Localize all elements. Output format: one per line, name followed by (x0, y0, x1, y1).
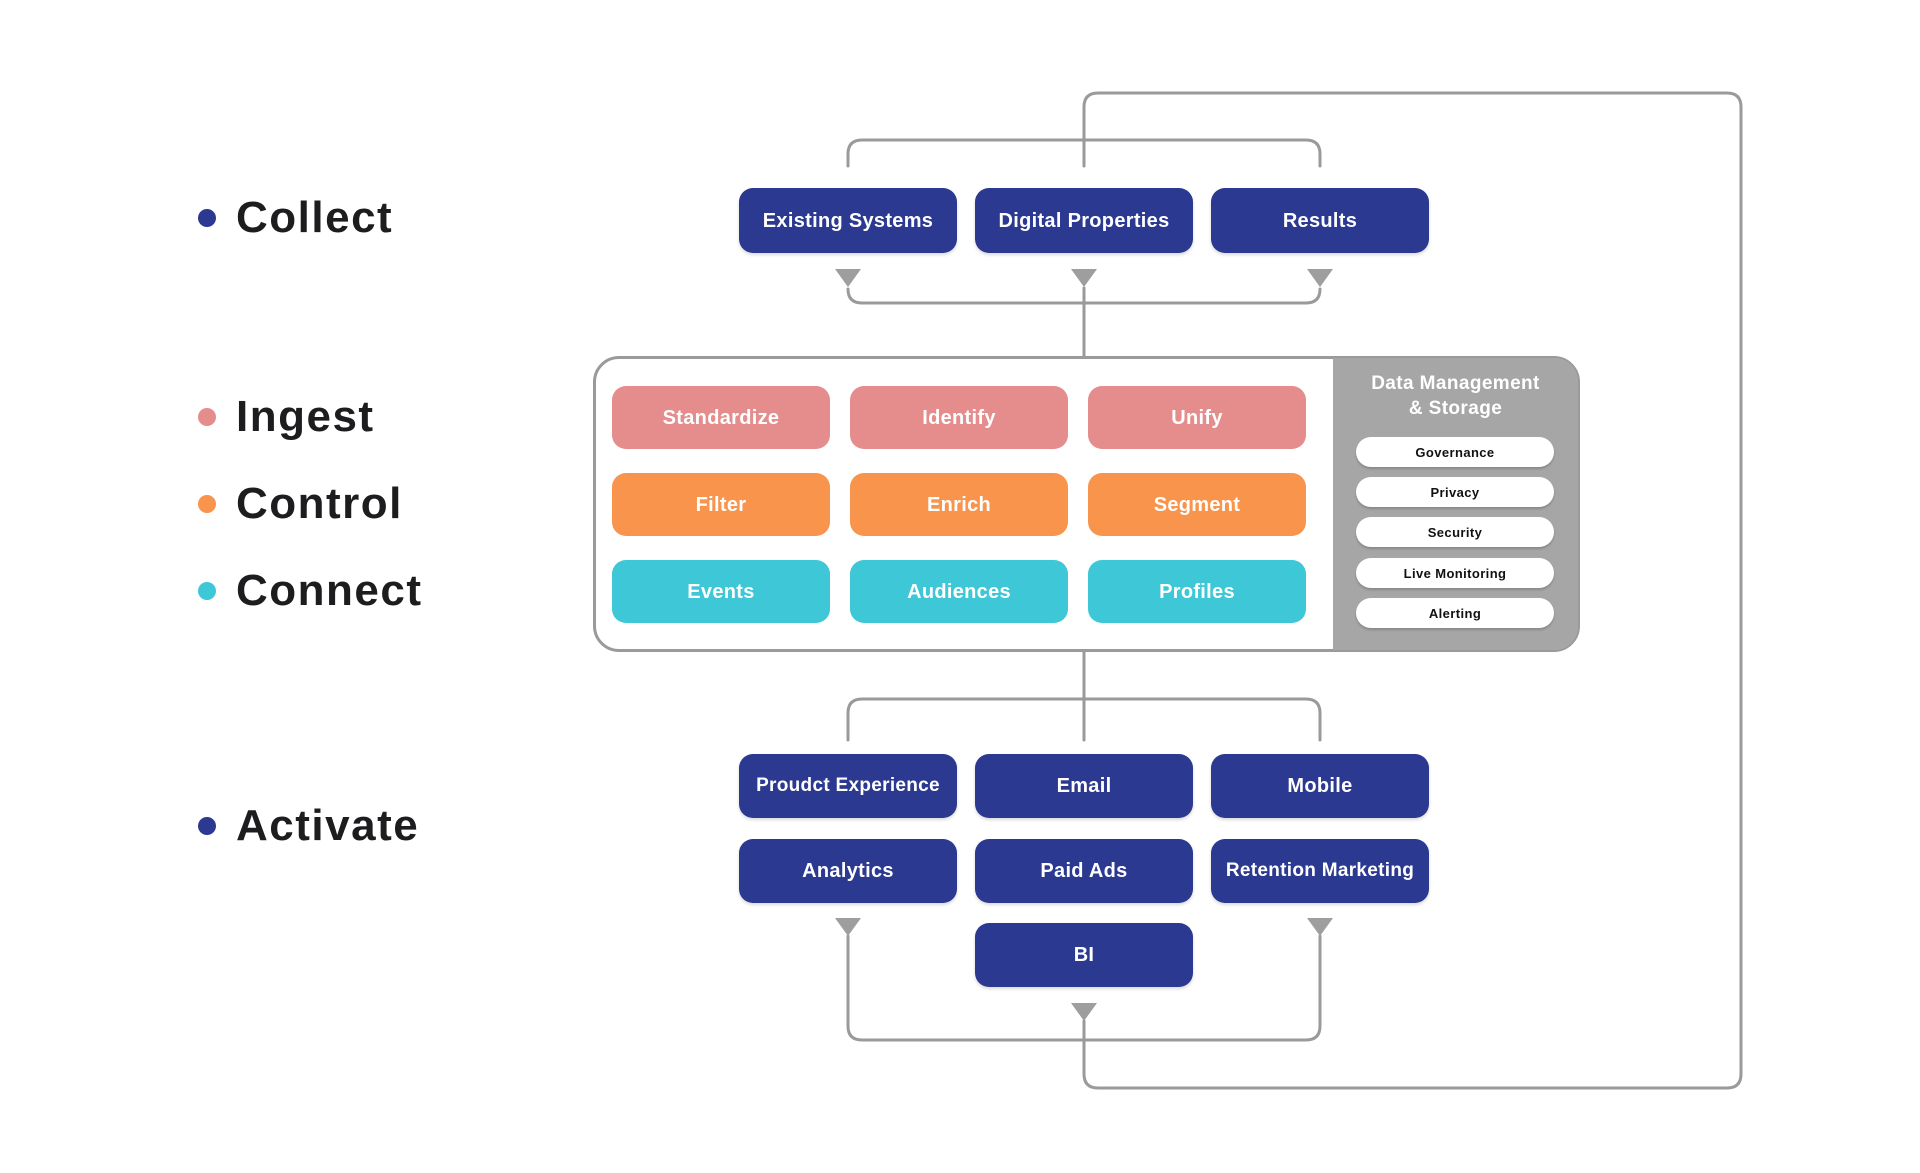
data-management-title-line1: Data Management (1371, 373, 1540, 394)
pill-governance: Governance (1356, 437, 1554, 467)
stage-activate: Activate (198, 801, 419, 851)
collect-box-results: Results (1211, 188, 1429, 253)
pill-alerting: Alerting (1356, 598, 1554, 628)
activate-bottom-bracket (846, 934, 1322, 1042)
activate-box-paid-ads: Paid Ads (975, 839, 1193, 903)
activate-box-retention-marketing: Retention Marketing (1211, 839, 1429, 903)
stage-connect: Connect (198, 566, 423, 616)
stage-label-collect: Collect (236, 193, 394, 242)
stage-label-control: Control (236, 479, 403, 528)
pill-security: Security (1356, 517, 1554, 547)
connect-box-events: Events (612, 560, 830, 623)
activate-top-bracket (846, 697, 1322, 742)
pill-privacy: Privacy (1356, 477, 1554, 507)
collect-dot-icon (198, 209, 216, 227)
connect-box-audiences: Audiences (850, 560, 1068, 623)
feedback-loop-line (1082, 91, 1743, 1090)
data-management-title-line2: & Storage (1408, 397, 1503, 419)
arrowhead-down-icon (1071, 269, 1097, 287)
activate-box-analytics: Analytics (739, 839, 957, 903)
stage-label-connect: Connect (236, 566, 423, 615)
ingest-box-identify: Identify (850, 386, 1068, 449)
arrowhead-down-icon (1307, 269, 1333, 287)
stage-ingest: Ingest (198, 392, 375, 442)
stage-label-activate: Activate (236, 801, 420, 850)
activate-box-product-experience: Proudct Experience (739, 754, 957, 818)
stage-label-ingest: Ingest (236, 392, 375, 441)
ingest-dot-icon (198, 408, 216, 426)
connect-dot-icon (198, 582, 216, 600)
collect-top-bracket (846, 138, 1322, 168)
control-box-filter: Filter (612, 473, 830, 536)
data-management-title: Data Management & Storage (1333, 372, 1578, 421)
control-box-enrich: Enrich (850, 473, 1068, 536)
stage-control: Control (198, 479, 403, 529)
arrowhead-down-icon (835, 269, 861, 287)
activate-box-mobile: Mobile (1211, 754, 1429, 818)
activate-box-bi: BI (975, 923, 1193, 987)
arrowhead-down-icon (835, 918, 861, 936)
control-dot-icon (198, 495, 216, 513)
ingest-box-standardize: Standardize (612, 386, 830, 449)
pill-live-monitoring: Live Monitoring (1356, 558, 1554, 588)
arrowhead-down-icon (1307, 918, 1333, 936)
collect-box-existing-systems: Existing Systems (739, 188, 957, 253)
activate-dot-icon (198, 817, 216, 835)
activate-box-email: Email (975, 754, 1193, 818)
arrowhead-down-icon (1071, 1003, 1097, 1021)
control-box-segment: Segment (1088, 473, 1306, 536)
connect-box-profiles: Profiles (1088, 560, 1306, 623)
collect-box-digital-properties: Digital Properties (975, 188, 1193, 253)
ingest-box-unify: Unify (1088, 386, 1306, 449)
stage-collect: Collect (198, 193, 393, 243)
